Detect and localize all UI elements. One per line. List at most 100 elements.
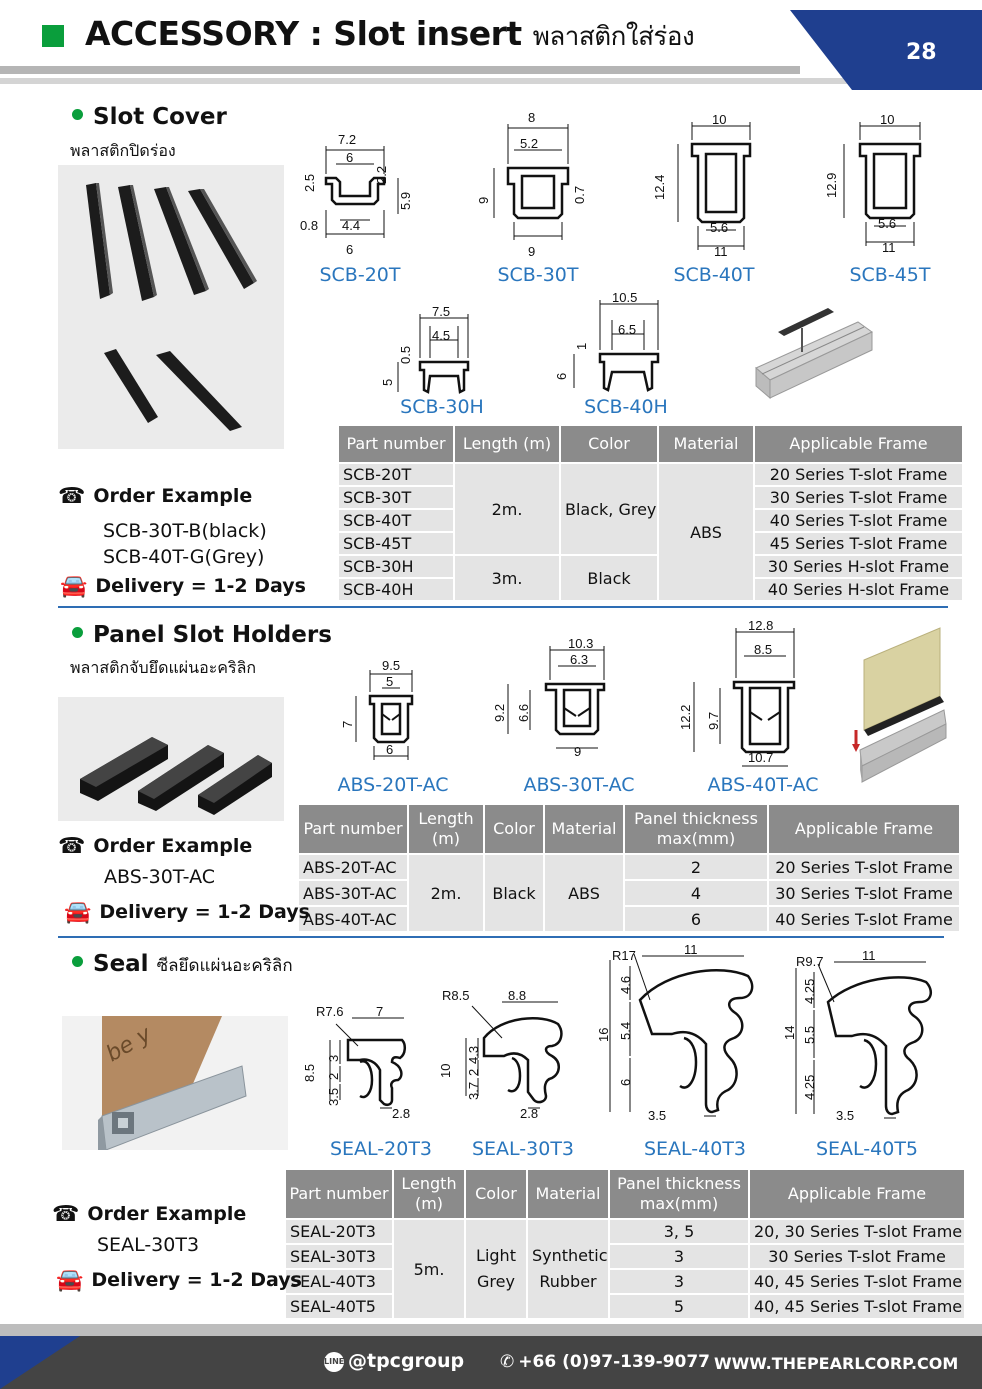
footer-phone[interactable]: ✆+66 (0)97-139-9077 xyxy=(500,1352,711,1372)
dim-label: 0.7 xyxy=(572,186,587,204)
part-cell: ABS-30T-AC xyxy=(297,879,409,907)
dim-label: R8.5 xyxy=(442,988,469,1003)
slot-cover-extrusion-render xyxy=(755,308,873,400)
part-cell: SEAL-20T3 xyxy=(284,1218,394,1245)
seal-20t3-drawing: R7.6 7 8.5 3 2 3.5 2.8 xyxy=(302,1004,410,1121)
dim-label: 6.5 xyxy=(618,322,636,337)
dim-label: 10.5 xyxy=(612,290,637,305)
dim-label: 6 xyxy=(346,150,353,165)
dim-label: 7 xyxy=(376,1004,383,1019)
dim-label: 8.5 xyxy=(754,642,772,657)
dim-label: 5.5 xyxy=(802,1026,817,1044)
table-row: SEAL-20T3 5m. Light Grey Synthetic Rubbe… xyxy=(284,1218,966,1320)
dim-label: R9.7 xyxy=(796,954,823,969)
thickness-cell: 3 xyxy=(608,1268,750,1295)
slot-cover-delivery: 🚘Delivery = 1-2 Days xyxy=(60,574,306,599)
seal-40t5-drawing: R9.7 11 14 4.25 5.5 4.25 3.5 xyxy=(782,948,933,1123)
dim-label: 4.6 xyxy=(618,976,633,994)
frame-cell: 30 Series T-slot Frame xyxy=(748,1243,966,1270)
dim-label: 3 xyxy=(326,1055,341,1062)
material-cell: Synthetic Rubber xyxy=(526,1218,610,1320)
seal-delivery: 🚘Delivery = 1-2 Days xyxy=(56,1268,302,1293)
dim-label: 5.6 xyxy=(710,220,728,235)
col-header: Panel thickness max(mm) xyxy=(608,1168,750,1220)
dim-label: 6.6 xyxy=(516,704,531,722)
color-cell: Black xyxy=(483,853,545,933)
dim-label: 7.5 xyxy=(432,304,450,319)
slot-cover-order-example-1: SCB-30T-B(black) xyxy=(103,520,267,542)
phone-icon: ☎ xyxy=(58,834,86,859)
dim-label: 4.25 xyxy=(802,979,817,1004)
dim-label: 1 xyxy=(574,343,589,350)
part-cell: SCB-40T xyxy=(337,508,455,533)
car-icon: 🚘 xyxy=(60,574,88,599)
seal-40t5-caption: SEAL-40T5 xyxy=(815,1138,919,1160)
dim-label: 11 xyxy=(684,942,698,957)
footer-website[interactable]: WWW.THEPEARLCORP.COM xyxy=(714,1354,959,1373)
dim-label: 8 xyxy=(528,110,535,125)
col-header: Material xyxy=(657,424,755,464)
phone-icon: ☎ xyxy=(58,484,86,509)
material-cell: ABS xyxy=(543,853,625,933)
dim-label: 9 xyxy=(476,197,491,204)
dim-label: 7.2 xyxy=(338,132,356,147)
part-cell: SEAL-40T3 xyxy=(284,1268,394,1295)
table-row: ABS-20T-AC 2m. Black ABS 2 20 Series T-s… xyxy=(297,853,961,933)
dim-label: 14 xyxy=(782,1026,797,1040)
slot-cover-subtitle: พลาสติกปิดร่อง xyxy=(70,141,176,160)
header-rule-light xyxy=(0,78,860,84)
dim-label: 2.2 xyxy=(374,166,389,184)
dim-label: 4.4 xyxy=(342,218,360,233)
table-row: SCB-30H 3m. Black 30 Series H-slot Frame xyxy=(337,554,964,602)
dim-label: R17 xyxy=(612,948,636,963)
dim-label: 10.7 xyxy=(748,750,773,765)
frame-cell: 40 Series T-slot Frame xyxy=(767,905,961,933)
dim-label: 12.4 xyxy=(652,175,667,200)
dim-label: 12.8 xyxy=(748,618,773,633)
abs-30t-ac-caption: ABS-30T-AC xyxy=(523,774,635,796)
col-header: Part number xyxy=(297,803,409,855)
seal-40t3-drawing: R17 11 16 4.6 5.4 6 3.5 xyxy=(596,942,754,1123)
col-header: Material xyxy=(543,803,625,855)
seal-order-example: SEAL-30T3 xyxy=(97,1234,200,1256)
dim-label: 11 xyxy=(862,948,876,963)
col-header: Color xyxy=(464,1168,528,1220)
part-cell: SCB-40H xyxy=(337,577,455,602)
dim-label: 12.9 xyxy=(824,173,839,198)
col-header: Applicable Frame xyxy=(748,1168,966,1220)
thickness-cell: 3 xyxy=(608,1243,750,1270)
dim-label: 11 xyxy=(882,240,896,255)
part-cell: SCB-30T xyxy=(337,485,455,510)
footer-line-id[interactable]: LINE@tpcgroup xyxy=(324,1350,465,1372)
scb-30h-drawing: 7.5 4.5 0.5 5 xyxy=(380,304,470,394)
scb-40t-drawing: 10 12.4 5.6 11 xyxy=(652,112,752,259)
frame-cell: 30 Series T-slot Frame xyxy=(767,879,961,907)
dim-label: 9 xyxy=(528,244,535,259)
dim-label: 5.6 xyxy=(878,216,896,231)
col-header: Part number xyxy=(284,1168,394,1220)
dim-label: 9.5 xyxy=(382,658,400,673)
dim-label: 6.3 xyxy=(570,652,588,667)
dim-label: 5 xyxy=(380,379,395,386)
frame-cell: 45 Series T-slot Frame xyxy=(753,531,964,556)
scb-45t-drawing: 10 12.9 5.6 11 xyxy=(824,112,922,255)
frame-cell: 20, 30 Series T-slot Frame xyxy=(748,1218,966,1245)
seal-30t3-caption: SEAL-30T3 xyxy=(471,1138,575,1160)
color-cell: Black, Grey xyxy=(559,462,659,556)
slot-cover-title: Slot Cover xyxy=(72,104,227,130)
dim-label: 8.5 xyxy=(302,1064,317,1082)
slot-cover-order-example-2: SCB-40T-G(Grey) xyxy=(103,546,265,568)
dim-label: 4.5 xyxy=(432,328,450,343)
footer-corner xyxy=(0,1336,80,1389)
part-cell: ABS-20T-AC xyxy=(297,853,409,881)
panel-holders-delivery: 🚘Delivery = 1-2 Days xyxy=(64,900,310,925)
dim-label: 0.8 xyxy=(300,218,318,233)
dim-label: 5 xyxy=(386,674,393,689)
scb-30h-caption: SCB-30H xyxy=(400,396,484,418)
thickness-cell: 4 xyxy=(623,879,769,907)
